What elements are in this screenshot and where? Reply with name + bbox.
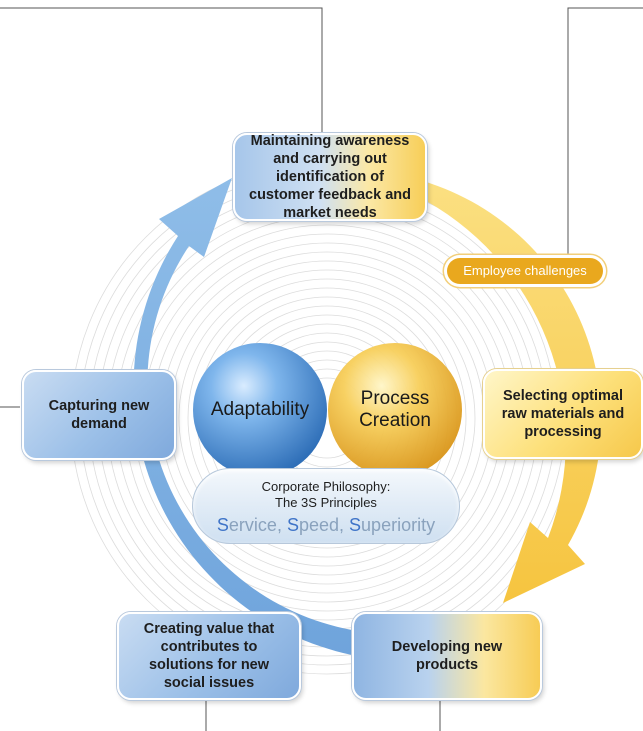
process-creation-line2: Creation <box>359 410 431 431</box>
step-box-raw-materials: Selecting optimal raw materials and proc… <box>483 369 643 459</box>
background-ring <box>187 278 467 558</box>
step-text-creating-value: Creating value that contributes to solut… <box>143 621 275 691</box>
principle-2-rest: peed <box>298 515 340 535</box>
principle-1-initial: S <box>216 515 229 535</box>
principle-2-initial: S <box>286 515 299 535</box>
step-text-new-demand: Capturing new demand <box>48 398 150 432</box>
principle-1-rest: ervice <box>228 515 277 535</box>
corporate-philosophy-pill: Corporate Philosophy: The 3S Principles … <box>192 468 460 544</box>
principles-line: Service, Speed, Superiority <box>193 513 459 537</box>
process-creation-line1: Process <box>360 388 430 409</box>
step-text-market-needs: Maintaining awareness and carrying out i… <box>249 133 411 221</box>
philosophy-subheading: The 3S Principles <box>275 495 377 510</box>
background-ring <box>178 269 476 567</box>
principle-3-initial: S <box>349 515 362 535</box>
principle-separator: , <box>276 515 287 535</box>
step-box-market-needs: Maintaining awareness and carrying out i… <box>233 133 427 221</box>
process-creation-sphere <box>328 343 462 477</box>
adaptability-label: Adaptability <box>210 399 310 420</box>
step-box-creating-value: Creating value that contributes to solut… <box>117 612 301 700</box>
principle-separator: , <box>339 515 350 535</box>
blue-cycle-arrow <box>133 178 352 655</box>
adaptability-sphere <box>193 343 327 477</box>
step-text-raw-materials: Selecting optimal raw materials and proc… <box>501 388 625 440</box>
philosophy-heading: Corporate Philosophy: <box>261 479 391 494</box>
employee-challenges-tag: Employee challenges <box>447 258 603 284</box>
process-creation-label: Process Creation <box>328 388 462 432</box>
step-text-new-products: Developing new products <box>391 639 503 673</box>
connector-lines <box>0 7 643 731</box>
principle-3-rest: uperiority <box>361 515 436 535</box>
step-box-new-demand: Capturing new demand <box>22 370 176 460</box>
step-box-new-products: Developing new products <box>352 612 542 700</box>
